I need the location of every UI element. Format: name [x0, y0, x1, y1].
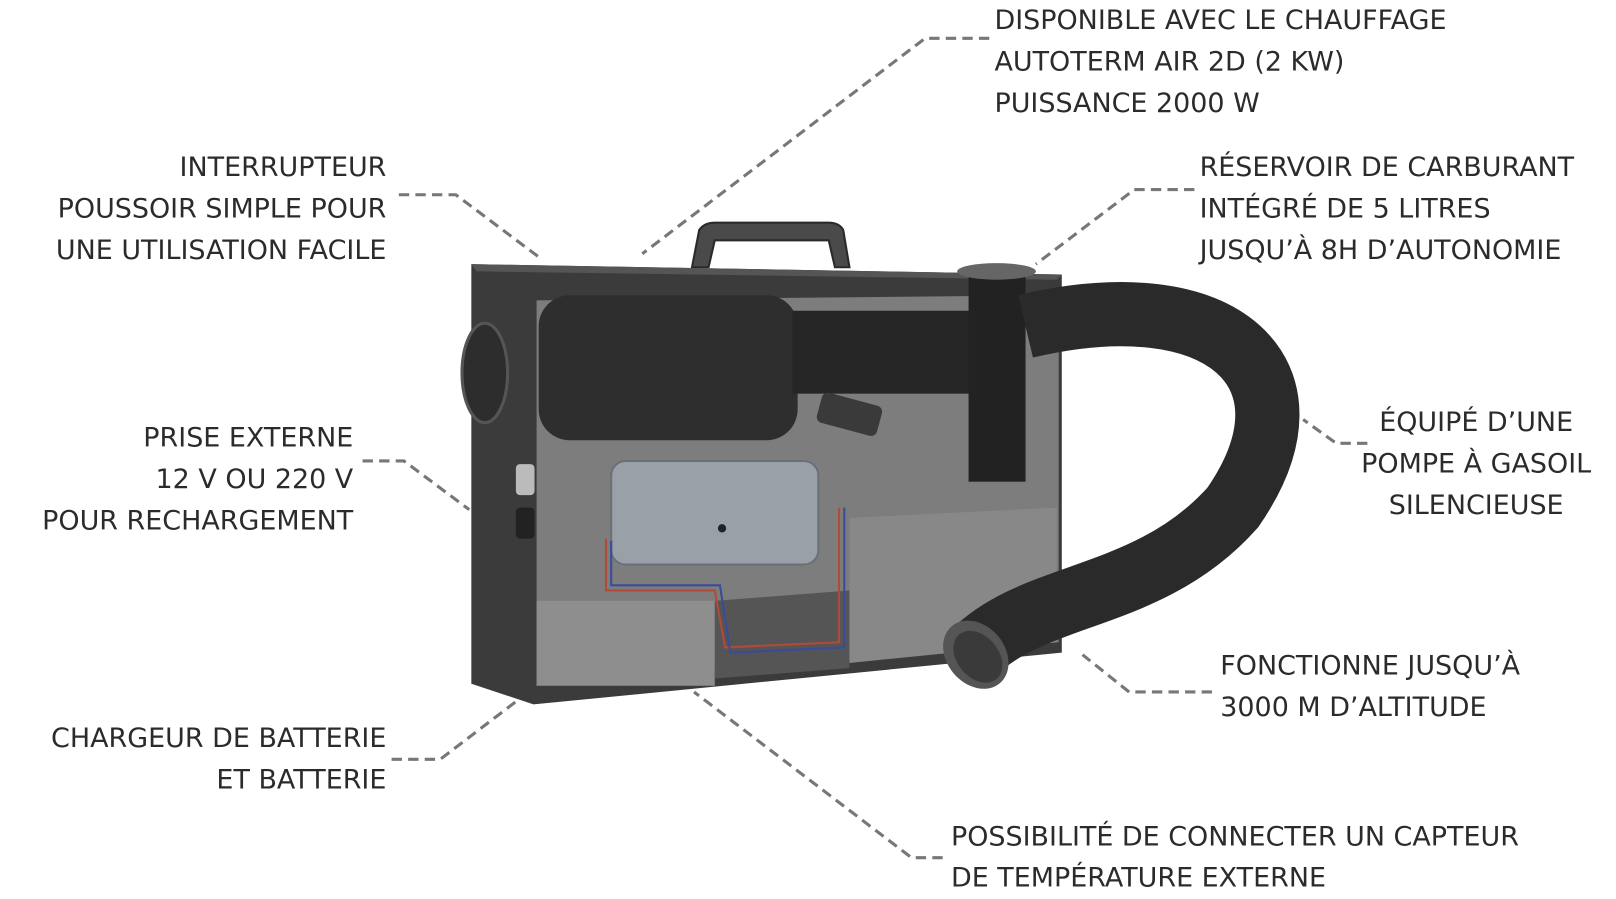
callout-tank-line: JUSQU’À 8H D’AUTONOMIE	[1199, 235, 1562, 267]
leader-socket	[362, 459, 471, 511]
callout-sensor: POSSIBILITÉ DE CONNECTER UN CAPTEUR DE T…	[951, 816, 1519, 899]
callout-switch-line: UNE UTILISATION FACILE	[55, 235, 387, 267]
callout-heater-line: DISPONIBLE AVEC LE CHAUFFAGE	[994, 5, 1447, 37]
case-top	[471, 264, 1062, 280]
fuel-pump	[816, 392, 883, 437]
callout-heater-line: PUISSANCE 2000 W	[994, 88, 1260, 120]
leader-pump	[1302, 418, 1368, 445]
heater-unit	[538, 295, 798, 441]
callout-socket-line: POUR RECHARGEMENT	[42, 505, 354, 537]
callout-tank: RÉSERVOIR DE CARBURANT INTÉGRÉ DE 5 LITR…	[1200, 147, 1575, 271]
callout-charger: CHARGEUR DE BATTERIE ET BATTERIE	[51, 718, 386, 801]
callout-sensor-line: POSSIBILITÉ DE CONNECTER UN CAPTEUR	[950, 821, 1519, 853]
callout-socket: PRISE EXTERNE 12 V OU 220 V POUR RECHARG…	[42, 417, 353, 541]
fuel-tank-column	[968, 274, 1026, 482]
callout-heater-line: AUTOTERM AIR 2D (2 KW)	[994, 46, 1345, 78]
callout-switch-line: INTERRUPTEUR	[179, 152, 387, 184]
callout-socket-line: 12 V OU 220 V	[155, 464, 354, 496]
callout-sensor-line: DE TEMPÉRATURE EXTERNE	[950, 862, 1327, 894]
side-vent	[460, 321, 510, 425]
leader-switch	[398, 193, 540, 259]
callout-pump-line: ÉQUIPÉ D’UNE	[1379, 407, 1574, 439]
callout-pump-line: SILENCIEUSE	[1388, 489, 1564, 522]
callout-socket-line: PRISE EXTERNE	[143, 422, 354, 454]
callout-heater: DISPONIBLE AVEC LE CHAUFFAGE AUTOTERM AI…	[994, 0, 1446, 124]
callout-pump: ÉQUIPÉ D’UNE POMPE À GASOIL SILENCIEUSE	[1347, 402, 1606, 526]
callout-charger-line: ET BATTERIE	[216, 764, 387, 796]
callout-altitude-line: 3000 M D’ALTITUDE	[1220, 691, 1487, 724]
leader-heater	[641, 36, 990, 256]
callout-pump-line: POMPE À GASOIL	[1361, 448, 1592, 480]
air-hose	[951, 282, 1300, 677]
callout-switch-line: POUSSOIR SIMPLE POUR	[57, 193, 387, 225]
callout-tank-line: INTÉGRÉ DE 5 LITRES	[1199, 193, 1491, 225]
battery-charger	[610, 459, 820, 566]
callout-switch: INTERRUPTEUR POUSSOIR SIMPLE POUR UNE UT…	[56, 147, 386, 271]
leader-charger	[391, 694, 525, 761]
leader-lines	[362, 36, 1368, 860]
handle	[690, 221, 851, 269]
leader-tank	[1034, 188, 1195, 266]
callout-altitude: FONCTIONNE JUSQU’À 3000 M D’ALTITUDE	[1220, 645, 1520, 728]
callout-charger-line: CHARGEUR DE BATTERIE	[51, 723, 387, 755]
callout-tank-line: RÉSERVOIR DE CARBURANT	[1199, 152, 1575, 184]
callout-altitude-line: FONCTIONNE JUSQU’À	[1220, 650, 1521, 682]
external-socket	[515, 464, 535, 496]
leader-sensor	[693, 690, 943, 860]
leader-altitude	[1081, 653, 1213, 694]
